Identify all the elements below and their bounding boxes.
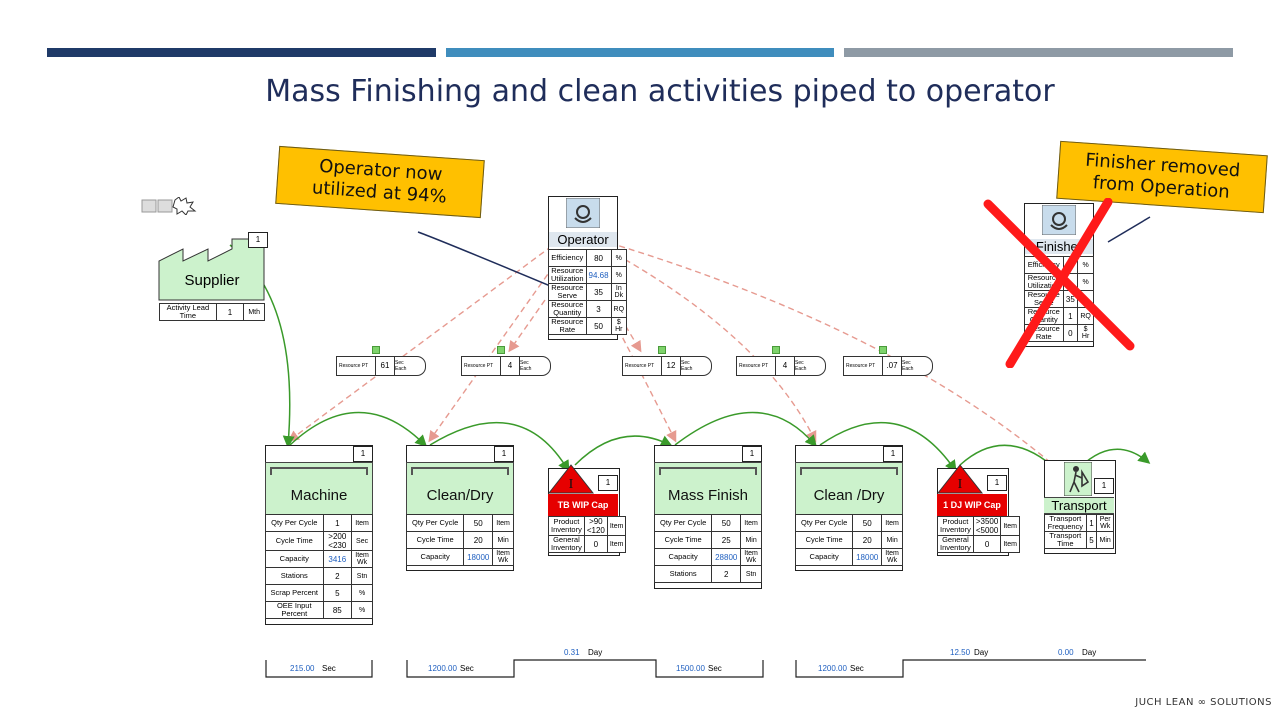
process-name: Clean /Dry: [813, 487, 885, 504]
resource-pt-value: 4: [500, 357, 520, 375]
operator-name: Operator: [549, 232, 617, 247]
process-name: Clean/Dry: [426, 487, 494, 504]
wip-cap-name: 1 DJ WIP Cap: [937, 494, 1007, 516]
inventory-triangle-icon: I: [548, 464, 594, 494]
company-logo: JUCH LEAN ∞ SOLUTIONS: [1135, 697, 1272, 708]
process-name: Mass Finish: [667, 487, 749, 504]
svg-text:I: I: [569, 477, 574, 492]
transport-person-icon: [1064, 462, 1092, 496]
process-count: 1: [883, 446, 903, 462]
flow-flag-icon: [772, 346, 780, 354]
resource-pt-label: Resource PT: [739, 363, 769, 369]
header-bar-gray: [844, 48, 1233, 57]
timeline-wait-unit: Day: [1082, 648, 1097, 657]
timeline-wait-unit: Day: [588, 648, 603, 657]
supplier-count: 1: [248, 232, 268, 248]
inventory-triangle-icon: I: [937, 464, 983, 494]
process-count: 1: [353, 446, 373, 462]
timeline-process-unit: Sec: [322, 664, 336, 673]
timeline-wait-time: 12.50: [950, 648, 971, 657]
resource-pt-value: .07: [882, 357, 902, 375]
flow-flag-icon: [879, 346, 887, 354]
process-header: Machine: [265, 462, 373, 516]
transport-name: Transport: [1044, 497, 1114, 514]
process-header-frame: [270, 467, 368, 475]
timeline-process-time: 215.00: [290, 664, 315, 673]
timeline-wait-time: 0.31: [564, 648, 580, 657]
process-count: 1: [494, 446, 514, 462]
wip-count: 1: [987, 475, 1007, 491]
timeline-process-unit: Sec: [850, 664, 864, 673]
resource-pt-unit: Sec Each: [902, 360, 914, 372]
flow-flag-icon: [372, 346, 380, 354]
process-header-frame: [411, 467, 509, 475]
resource-pt-unit: Sec Each: [520, 360, 532, 372]
process-header-frame: [800, 467, 898, 475]
process-header: Clean/Dry: [406, 462, 514, 516]
process-name: Machine: [290, 487, 348, 504]
flow-flag-icon: [497, 346, 505, 354]
process-header: Mass Finish: [654, 462, 762, 516]
timeline-process-time: 1500.00: [676, 664, 705, 673]
process-header-frame: [659, 467, 757, 475]
resource-pt-value: 61: [375, 357, 395, 375]
supplier-factory-icon: [158, 238, 265, 301]
resource-pt-label: Resource PT: [464, 363, 494, 369]
resource-pt-unit: Sec Each: [795, 360, 807, 372]
timeline-wait-unit: Day: [974, 648, 989, 657]
wip-count: 1: [598, 475, 618, 491]
svg-text:I: I: [958, 477, 963, 492]
timeline-process-time: 1200.00: [818, 664, 847, 673]
diagram-tool-icons: [141, 197, 197, 215]
header-bar-blue: [446, 48, 834, 57]
resource-pt-unit: Sec Each: [681, 360, 693, 372]
flow-flag-icon: [658, 346, 666, 354]
timeline-process-time: 1200.00: [428, 664, 457, 673]
resource-pt-unit: Sec Each: [395, 360, 407, 372]
red-x-removed-icon: [983, 198, 1135, 368]
slide-title: Mass Finishing and clean activities pipe…: [265, 74, 1055, 109]
resource-pt-value: 12: [661, 357, 681, 375]
process-count: 1: [742, 446, 762, 462]
finisher-icon: [1042, 205, 1076, 235]
header-bar-navy: [47, 48, 436, 57]
timeline-process-unit: Sec: [460, 664, 474, 673]
resource-pt-label: Resource PT: [846, 363, 876, 369]
resource-pt-label: Resource PT: [339, 363, 369, 369]
supplier-name: Supplier: [184, 272, 240, 289]
operator-icon: [566, 198, 600, 228]
timeline-wait-time: 0.00: [1058, 648, 1074, 657]
transport-count: 1: [1094, 478, 1114, 494]
wip-cap-name: TB WIP Cap: [548, 494, 618, 516]
resource-pt-value: 4: [775, 357, 795, 375]
process-header: Clean /Dry: [795, 462, 903, 516]
resource-pt-label: Resource PT: [625, 363, 655, 369]
timeline-process-unit: Sec: [708, 664, 722, 673]
